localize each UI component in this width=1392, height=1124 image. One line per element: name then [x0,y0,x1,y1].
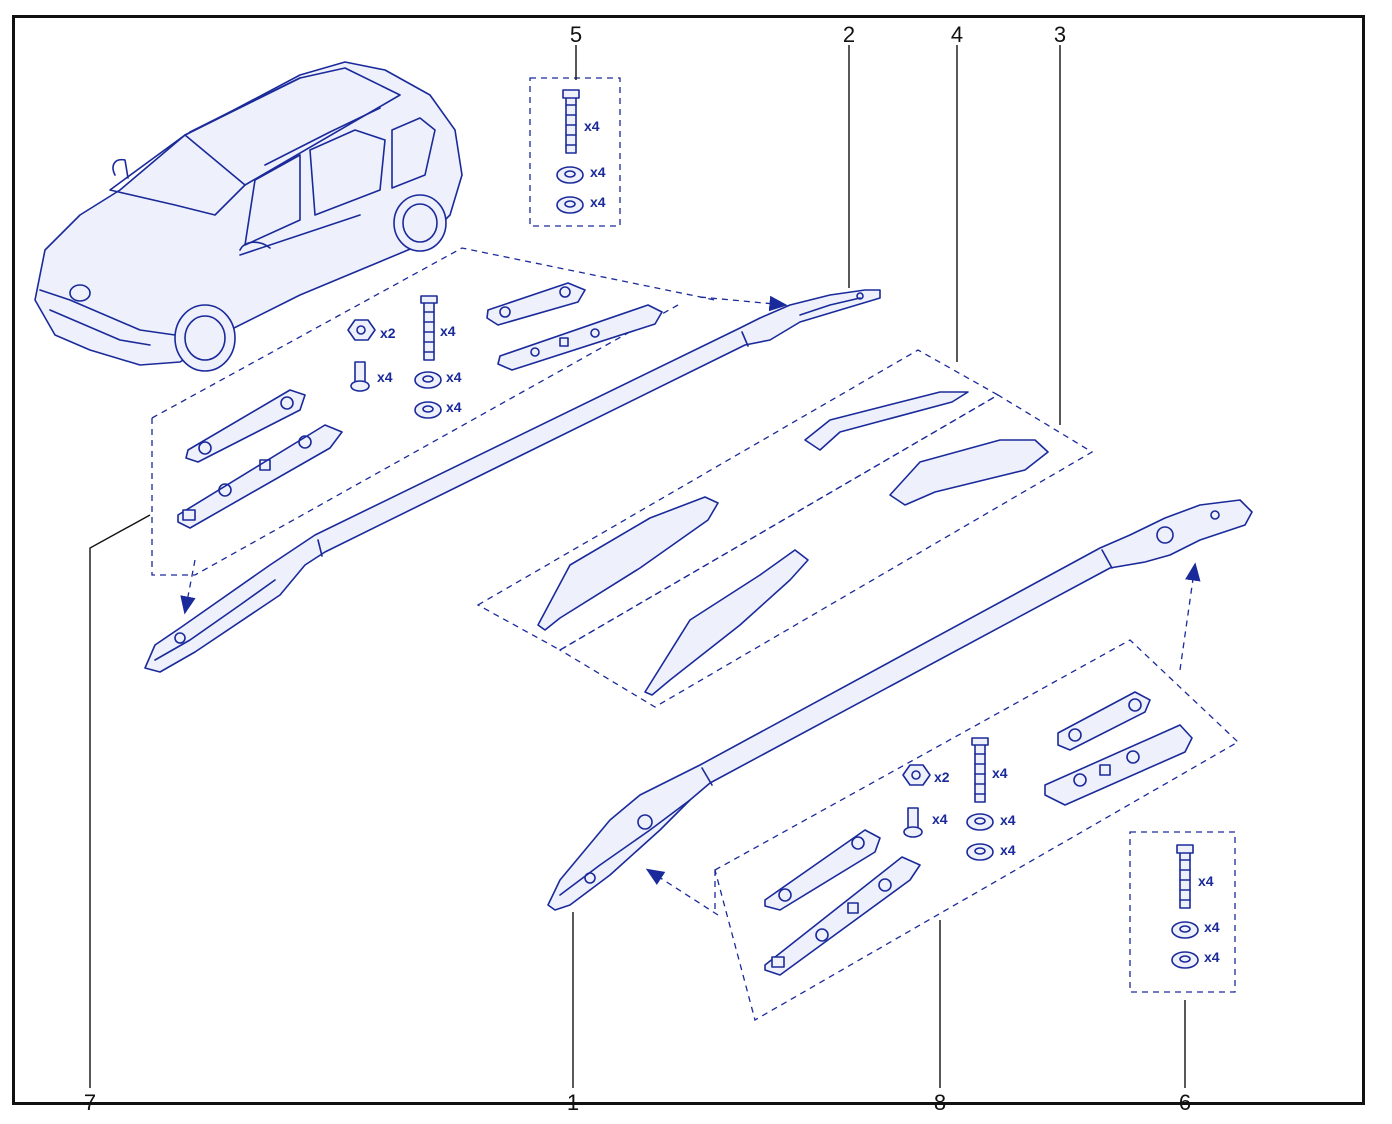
callout-7: 7 [84,1090,96,1115]
kit-8-plates [764,691,1193,976]
leader-lines [89,45,1186,1088]
callout-6: 6 [1179,1090,1191,1115]
kit-7-hardware [347,295,442,419]
callout-1: 1 [567,1090,579,1115]
qty-kit5-stud: x4 [584,118,600,134]
qty-kit7-stud: x4 [440,323,456,339]
callout-3: 3 [1054,22,1066,47]
qty-kit5-washer: x4 [590,194,606,210]
quantity-labels: x4 x4 x4 x2 x4 x4 x4 x4 x2 x4 x4 x4 x4 x… [377,118,1220,965]
rail-upper [144,289,881,673]
qty-kit7-washer: x4 [446,399,462,415]
qty-kit5-spacer: x4 [590,164,606,180]
qty-kit8-stud: x4 [992,765,1008,781]
rail-covers [537,391,1049,696]
qty-kit7-clip: x2 [380,325,396,341]
qty-kit7-spacer: x4 [446,369,462,385]
assembly-arrows [180,295,1201,916]
qty-kit6-washer: x4 [1204,949,1220,965]
car-illustration [34,61,463,372]
callout-5: 5 [570,22,582,47]
kit-6-hardware [1171,844,1199,969]
qty-kit6-stud: x4 [1198,873,1214,889]
qty-kit8-screw: x4 [932,811,948,827]
callout-numbers: 5 2 4 3 7 1 8 6 [84,22,1191,1115]
qty-kit8-washer: x4 [1000,842,1016,858]
callout-4: 4 [951,22,963,47]
kit-7-plates [177,282,663,529]
qty-kit8-clip: x2 [934,769,950,785]
rail-lower [547,499,1253,911]
kit-5-hardware [556,89,584,214]
qty-kit7-screw: x4 [377,369,393,385]
kit-8-hardware [902,737,994,861]
callout-8: 8 [934,1090,946,1115]
qty-kit8-spacer: x4 [1000,812,1016,828]
qty-kit6-spacer: x4 [1204,919,1220,935]
callout-2: 2 [843,22,855,47]
dashed-boundaries [151,77,1240,1021]
